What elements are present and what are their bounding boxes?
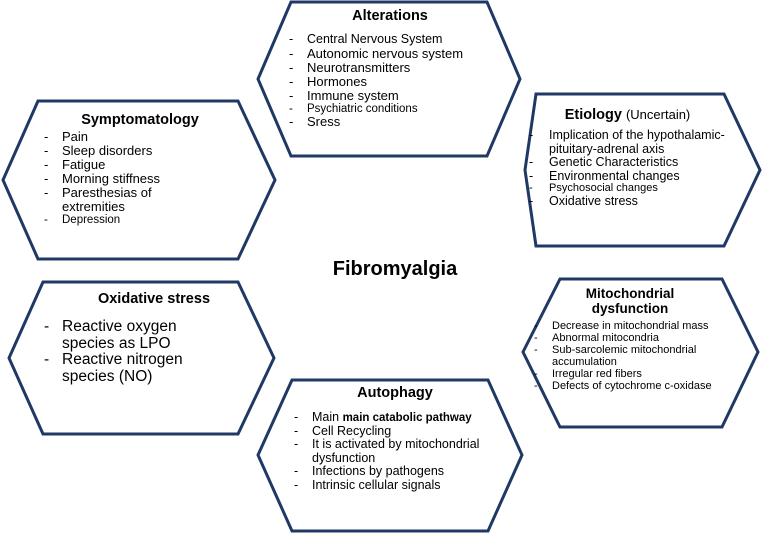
list-item: Immune system <box>285 88 495 103</box>
list-item: Defects of cytochrome c-oxidase <box>530 380 712 393</box>
list-item: Sleep disorders <box>40 143 240 158</box>
list-item: Morning stiffness <box>40 172 240 187</box>
list-item: Autonomic nervous system <box>285 46 495 61</box>
oxidative-stress-box: Oxidative stress Reactive oxygen species… <box>40 291 250 386</box>
list-item: Psychosocial changes <box>525 182 730 195</box>
etiology-subtitle: (Uncertain) <box>625 107 691 122</box>
list-item: Sub-sarcolemic mitochondrial accumulatio… <box>530 344 712 369</box>
list-item: Cell Recycling <box>290 424 500 439</box>
list-item: Reactive oxygen species as LPO <box>40 318 222 352</box>
symptomatology-box: Symptomatology Pain Sleep disorders Fati… <box>40 112 240 227</box>
mitochondrial-title: Mitochondrial dysfunction <box>585 286 675 317</box>
list-item: Intrinsic cellular signals <box>290 478 500 493</box>
list-item: Neurotransmitters <box>285 60 495 75</box>
list-item: Sress <box>285 114 495 129</box>
list-item: Main main catabolic pathway <box>290 410 500 425</box>
center-title: Fibromyalgia <box>332 258 458 280</box>
list-item: Pain <box>40 129 240 144</box>
etiology-title-text: Etiology <box>564 107 622 123</box>
list-item: Depression <box>40 214 240 227</box>
etiology-box: Etiology (Uncertain) Implication of the … <box>525 107 730 208</box>
symptomatology-list: Pain Sleep disorders Fatigue Morning sti… <box>40 129 240 227</box>
list-item: Abnormal mitocondria <box>530 332 730 345</box>
mitochondrial-list: Decrease in mitochondrial mass Abnormal … <box>530 320 730 393</box>
list-item: Central Nervous System <box>285 32 495 47</box>
autophagy-list: Main main catabolic pathway Cell Recycli… <box>290 410 500 493</box>
list-item: Fatigue <box>40 158 240 173</box>
mitochondrial-box: Mitochondrial dysfunction Decrease in mi… <box>530 286 730 392</box>
list-item: Environmental changes <box>525 169 730 184</box>
list-item: Paresthesias of extremities <box>40 186 177 214</box>
autophagy-box: Autophagy Main main catabolic pathway Ce… <box>290 385 500 492</box>
etiology-title: Etiology (Uncertain) <box>525 107 730 123</box>
list-item: Decrease in mitochondrial mass <box>530 320 730 333</box>
etiology-list: Implication of the hypothalamic-pituitar… <box>525 128 730 209</box>
alterations-title: Alterations <box>352 8 428 24</box>
list-item: Hormones <box>285 74 495 89</box>
list-item: Oxidative stress <box>525 194 730 209</box>
list-item: Irregular red fibers <box>530 368 730 381</box>
list-item: Genetic Characteristics <box>525 155 730 170</box>
list-item: It is activated by mitochondrial dysfunc… <box>290 437 492 465</box>
list-item: Infections by pathogens <box>290 464 500 479</box>
list-item: Reactive nitrogen species (NO) <box>40 351 222 385</box>
autophagy-main-prefix: Main <box>312 410 340 424</box>
symptomatology-title: Symptomatology <box>81 112 199 128</box>
alterations-box: Alterations Central Nervous System Auton… <box>285 8 495 129</box>
list-item: Implication of the hypothalamic-pituitar… <box>525 128 730 156</box>
oxidative-stress-title: Oxidative stress <box>97 291 211 307</box>
alterations-list: Central Nervous System Autonomic nervous… <box>285 32 495 129</box>
autophagy-title: Autophagy <box>357 385 433 401</box>
autophagy-main-bold: main catabolic pathway <box>342 412 472 424</box>
oxidative-stress-list: Reactive oxygen species as LPO Reactive … <box>40 318 250 386</box>
list-item: Psychiatric conditions <box>285 103 495 116</box>
